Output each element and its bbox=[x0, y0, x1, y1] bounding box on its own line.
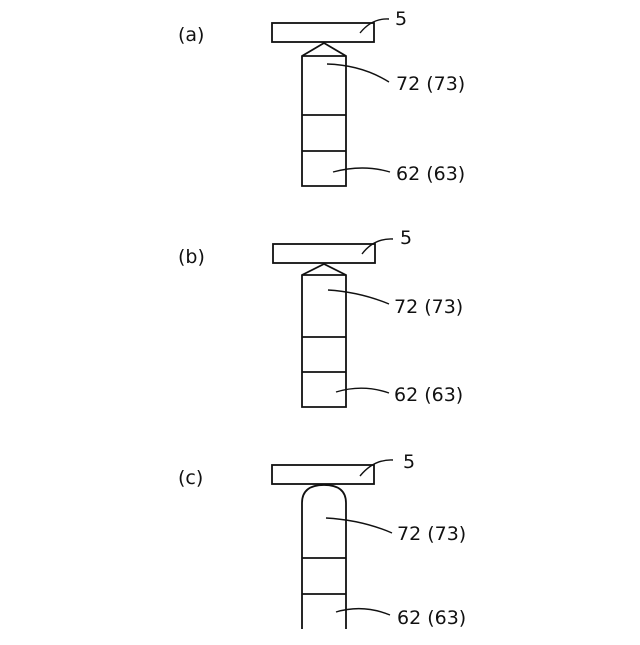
leader-line-upper bbox=[328, 290, 389, 304]
panel-label: (a) bbox=[178, 24, 204, 46]
panel-c: (c) 5 72 (73) 62 (63) bbox=[178, 451, 466, 629]
panel-b: (b) 5 72 (73) 62 (63) bbox=[178, 227, 463, 407]
lower-part-label: 62 (63) bbox=[394, 384, 463, 406]
panel-label: (b) bbox=[178, 246, 205, 268]
upper-part-label: 72 (73) bbox=[396, 73, 465, 95]
plate-5 bbox=[272, 465, 374, 484]
leader-line-upper bbox=[327, 64, 389, 82]
plate-label: 5 bbox=[400, 227, 412, 249]
plate-label: 5 bbox=[403, 451, 415, 473]
panel-label: (c) bbox=[178, 467, 203, 489]
leader-line-lower bbox=[336, 609, 390, 615]
lower-part-label: 62 (63) bbox=[397, 607, 466, 629]
leader-line-lower bbox=[336, 388, 389, 393]
upper-part-label: 72 (73) bbox=[394, 296, 463, 318]
plate-label: 5 bbox=[395, 8, 407, 30]
column-body bbox=[302, 485, 346, 629]
leader-line-upper bbox=[326, 518, 392, 533]
leader-line-lower bbox=[333, 168, 390, 172]
panel-a: (a) 5 72 (73) 62 (63) bbox=[178, 8, 465, 186]
lower-part-label: 62 (63) bbox=[396, 163, 465, 185]
plate-5 bbox=[273, 244, 375, 263]
plate-5 bbox=[272, 23, 374, 42]
upper-part-label: 72 (73) bbox=[397, 523, 466, 545]
column-body bbox=[302, 264, 346, 407]
